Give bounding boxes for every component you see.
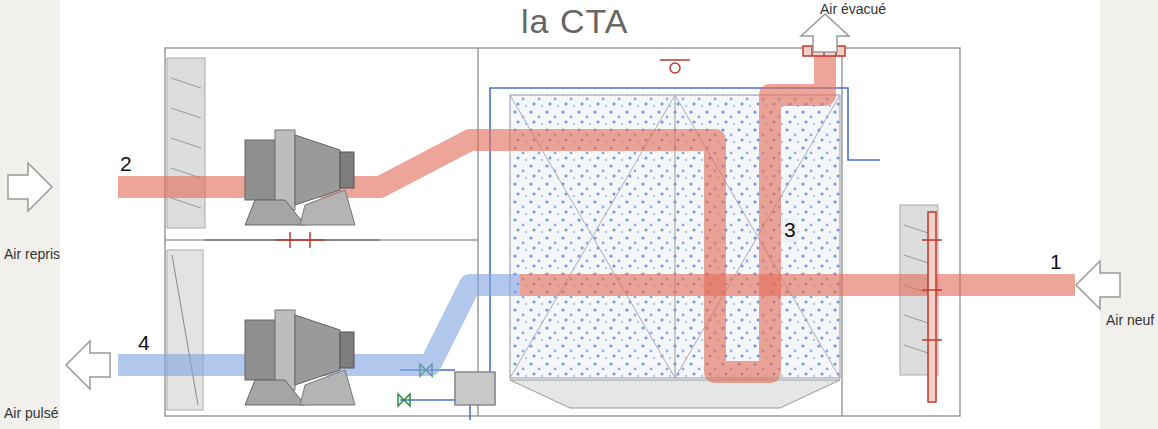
callout-number: 3 (782, 218, 798, 242)
title: la CTA (521, 2, 628, 41)
callout-number: 2 (118, 152, 134, 176)
background (60, 0, 1100, 429)
supply-filter (167, 250, 203, 410)
supply-fan (245, 310, 355, 405)
return-filter (167, 58, 205, 228)
flow-label: Air pulsé (4, 405, 58, 421)
damper-symbol (275, 46, 942, 402)
flow-arrow (8, 14, 1120, 389)
callout-number: 1 (1048, 250, 1064, 274)
return-fan (245, 130, 355, 225)
flow-label: Air neuf (1106, 312, 1154, 328)
flow-label: Air évacué (820, 1, 886, 17)
housing (165, 48, 960, 416)
callout-number: 4 (136, 331, 152, 355)
flow-label: Air repris (4, 246, 60, 262)
